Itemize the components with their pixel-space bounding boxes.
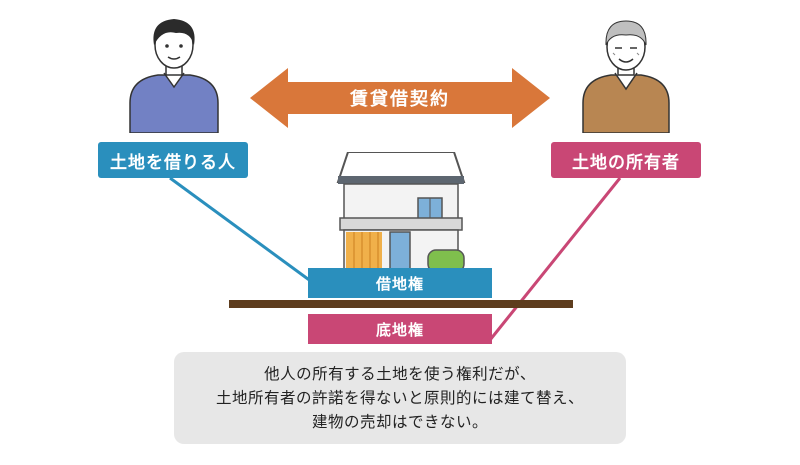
owner-connector-line xyxy=(488,177,622,341)
note-line-3: 建物の売却はできない。 xyxy=(311,413,488,431)
owner-label: 土地の所有者 xyxy=(551,142,701,178)
explanation-note: 他人の所有する土地を使う権利だが、 土地所有者の許諾を得ないと原則的には建て替え… xyxy=(174,352,626,444)
young-man-icon xyxy=(129,19,219,133)
elderly-man-icon xyxy=(582,20,670,133)
contract-label: 賃貸借契約 xyxy=(350,89,450,110)
house-icon xyxy=(336,152,466,272)
ground-line xyxy=(229,300,573,308)
borrower-label: 土地を借りる人 xyxy=(98,142,248,178)
note-line-1: 他人の所有する土地を使う権利だが、 xyxy=(264,365,536,383)
contract-double-arrow xyxy=(250,68,550,128)
bottom-land-bar: 底地権 xyxy=(308,314,492,344)
note-line-2: 土地所有者の許諾を得ないと原則的には建て替え、 xyxy=(215,389,584,407)
borrower-connector-line xyxy=(169,176,313,284)
leasehold-bar: 借地権 xyxy=(308,268,492,298)
